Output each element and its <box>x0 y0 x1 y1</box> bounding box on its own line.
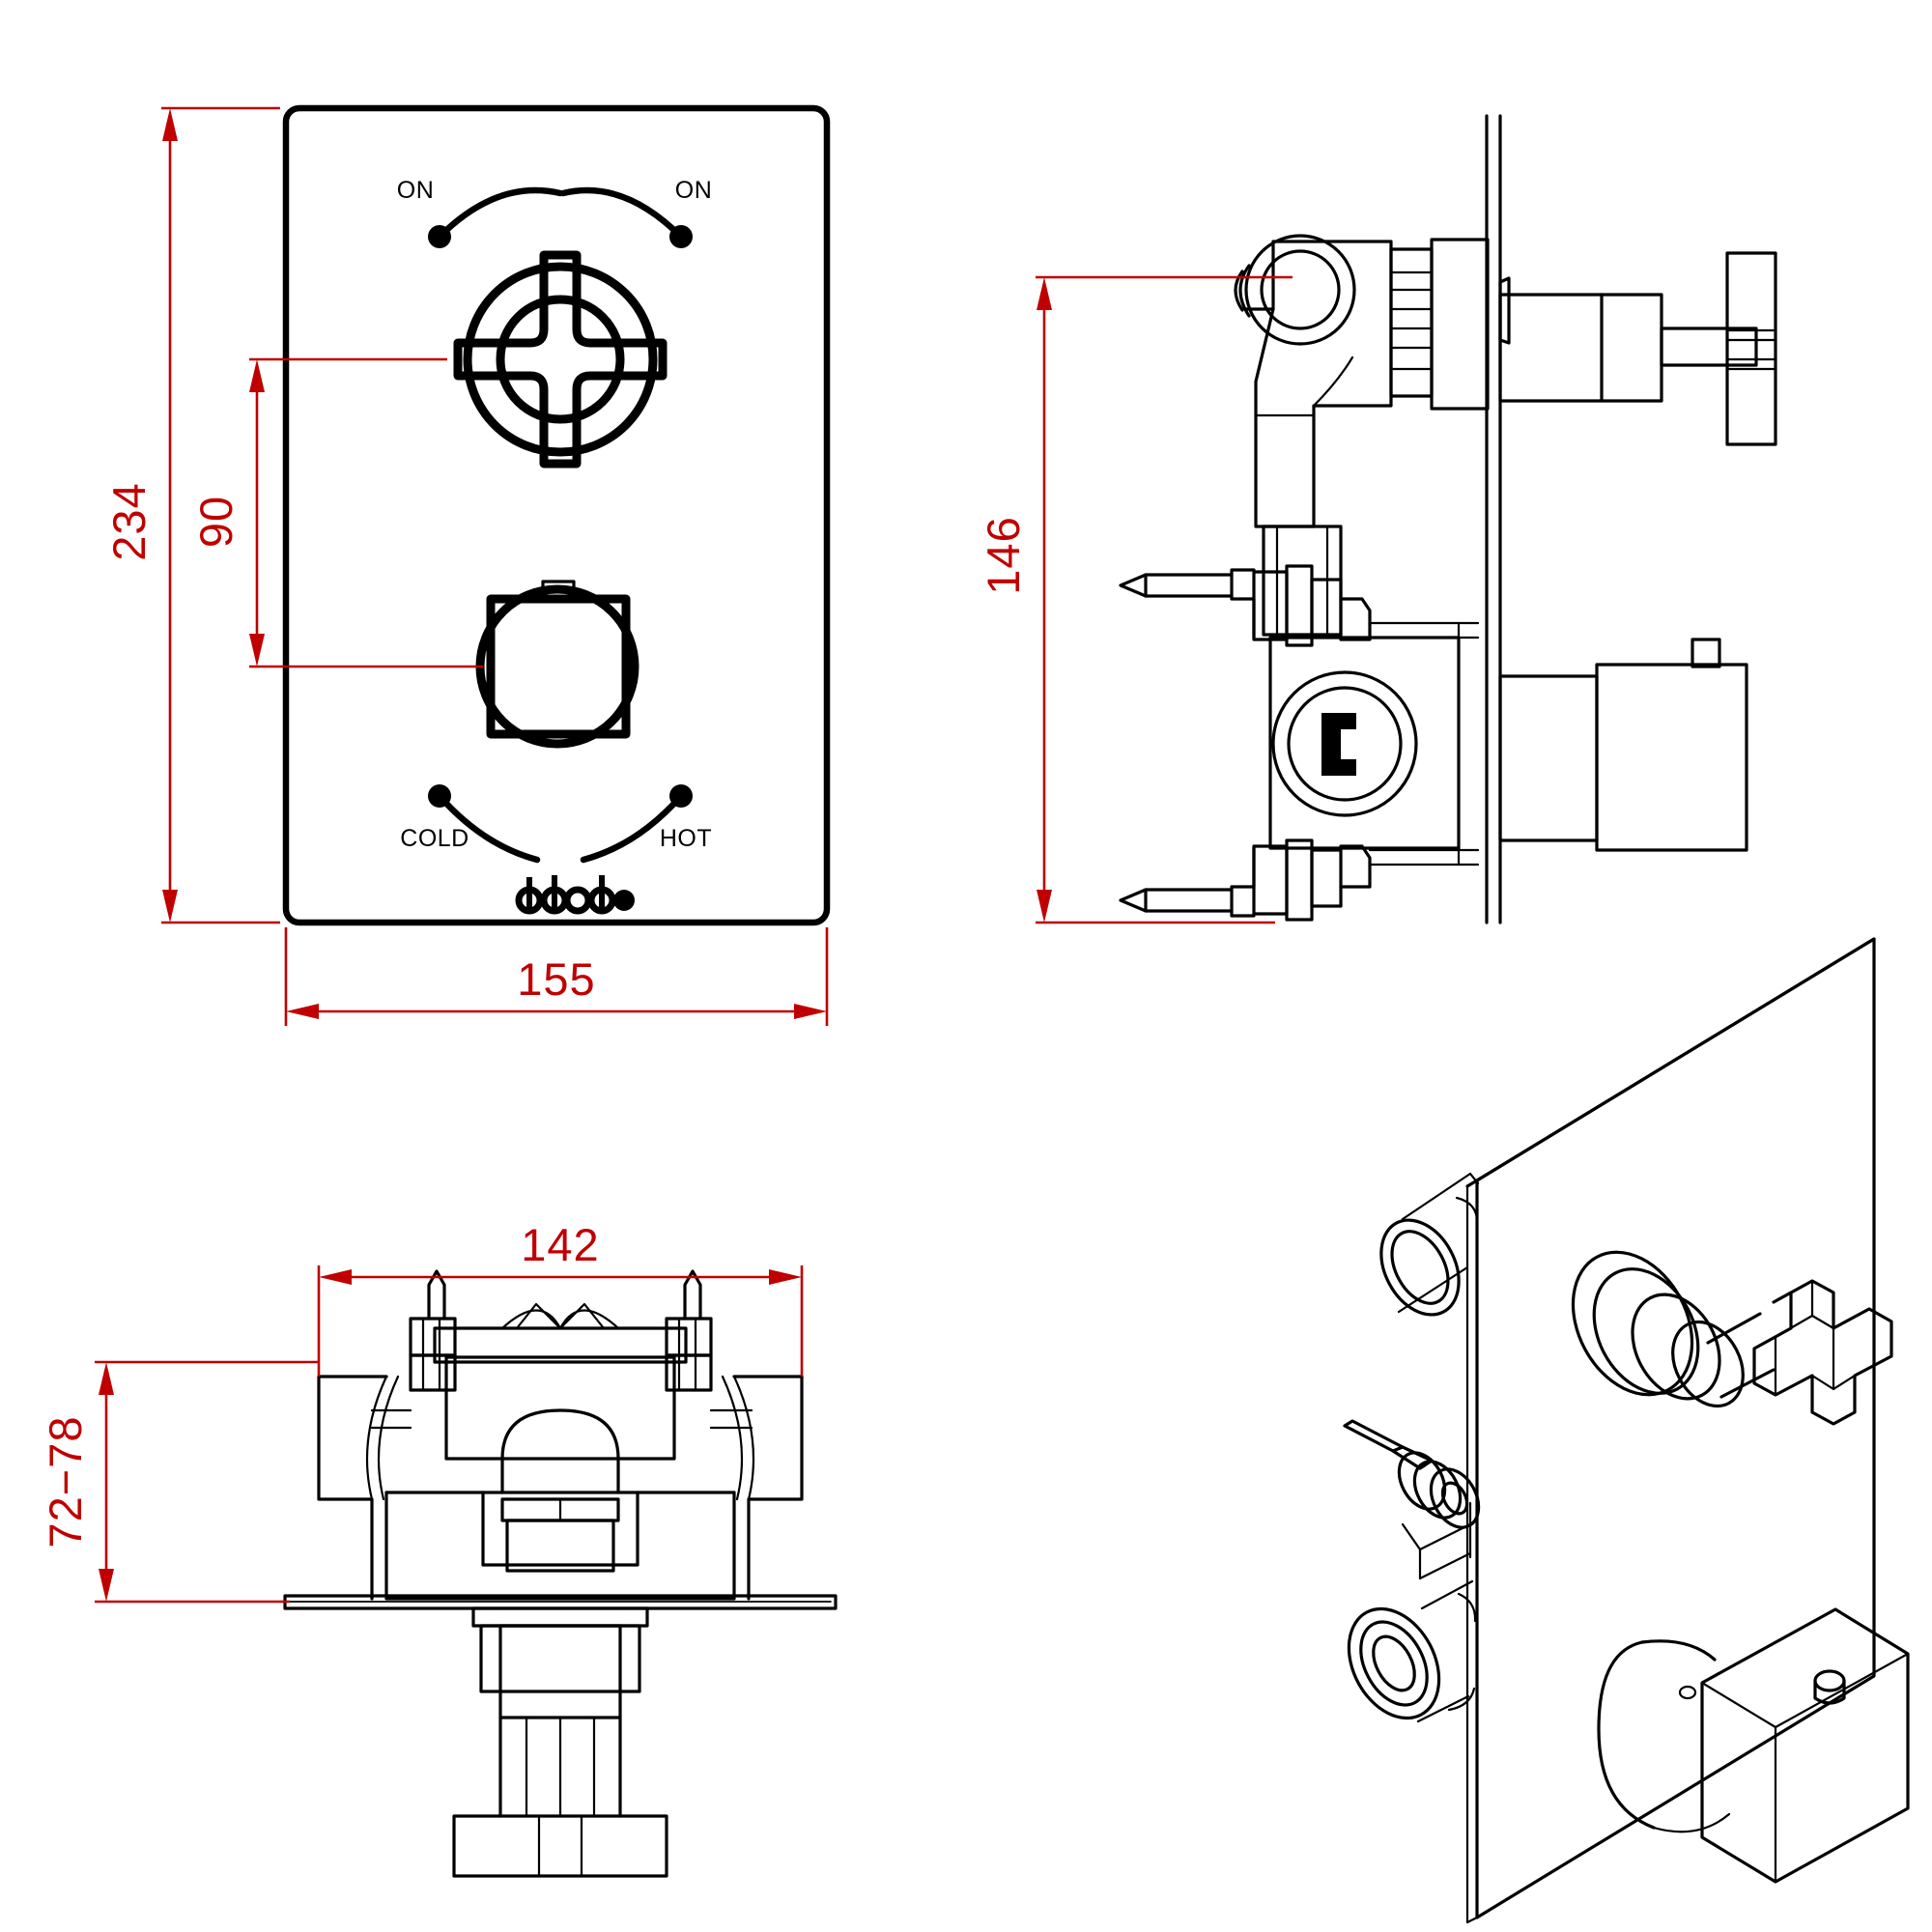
dimension-155 <box>284 927 829 1026</box>
faceplate-outline <box>282 104 831 926</box>
on-indicator-left <box>428 186 564 248</box>
isometric-view <box>1343 937 1910 1924</box>
iso-backplate <box>1465 937 1876 1924</box>
cross-handle-inner-ring <box>496 295 625 424</box>
iso-upper-inlet <box>1379 1172 1480 1317</box>
label-on-right: ON <box>675 177 713 204</box>
plan-body <box>384 1408 736 1601</box>
cross-handle-spokes <box>453 250 668 469</box>
side-section-view <box>1036 114 1777 924</box>
cross-handle <box>453 250 668 469</box>
label-cold: COLD <box>400 825 469 852</box>
dimension-72-78 <box>95 1360 319 1604</box>
on-dot-left <box>428 225 451 248</box>
dimension-146 <box>1036 275 1293 924</box>
cold-dot <box>428 784 451 808</box>
on-dot-right <box>669 225 693 248</box>
iso-cross-handle <box>1571 1250 1893 1426</box>
dimension-label-90: 90 <box>190 496 242 548</box>
dimension-90 <box>249 357 483 668</box>
dimension-label-72-78: 72−78 <box>40 1415 91 1548</box>
square-knob-ring <box>475 584 639 749</box>
label-hot: HOT <box>660 825 712 852</box>
abode-logo-mark <box>515 875 635 915</box>
side-faceplate <box>1485 114 1502 924</box>
cold-indicator <box>428 784 541 864</box>
plan-wall-cut-right <box>721 1375 804 1601</box>
plan-cartridge <box>370 1269 753 1461</box>
dimension-label-142: 142 <box>521 1219 599 1270</box>
side-upper-valve-body <box>1234 234 1490 528</box>
side-lower-valve-body <box>1119 564 1480 922</box>
side-lower-trim <box>1498 638 1748 852</box>
dimension-label-234: 234 <box>103 482 155 560</box>
square-knob-body <box>486 594 631 739</box>
plan-section-view <box>95 1265 838 1878</box>
dimension-label-146: 146 <box>978 516 1029 594</box>
square-knob <box>475 580 639 749</box>
front-elevation-view <box>161 104 831 1026</box>
on-indicator-right <box>559 186 693 248</box>
plan-stem <box>452 1606 668 1878</box>
label-on-left: ON <box>397 177 435 204</box>
hot-dot <box>669 784 693 808</box>
dimension-label-155: 155 <box>517 953 595 1005</box>
square-knob-tab <box>541 580 576 603</box>
hot-indicator <box>580 784 693 864</box>
side-upper-trim <box>1498 251 1777 446</box>
iso-mid-spindle <box>1343 1419 1481 1580</box>
cross-handle-outer-ring <box>463 262 658 457</box>
iso-square-knob <box>1597 1607 1910 1884</box>
dimension-142 <box>317 1265 804 1377</box>
iso-lower-inlet <box>1347 1579 1477 1723</box>
dimension-234 <box>161 106 280 924</box>
plan-wall-cut <box>317 1375 400 1601</box>
